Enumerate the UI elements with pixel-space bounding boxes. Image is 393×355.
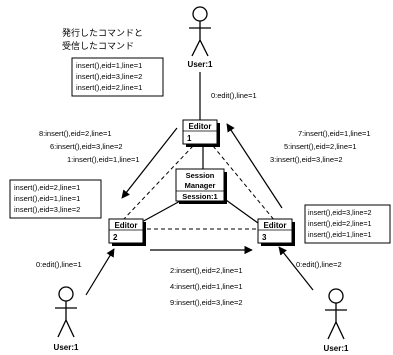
history-entry: insert(),eid=2,line=1 bbox=[14, 183, 80, 192]
editor-3-box: Editor 3 bbox=[257, 218, 295, 246]
user-left-label: User:1 bbox=[54, 343, 79, 352]
user-right-figure bbox=[325, 288, 347, 340]
session-manager-line1: Session bbox=[186, 171, 215, 180]
arrow-user-right-to-editor3 bbox=[278, 246, 314, 291]
arrow-to-editor1 bbox=[226, 123, 283, 209]
session-manager-line2: Manager bbox=[185, 181, 216, 190]
editor-1-id: 1 bbox=[187, 134, 192, 143]
editor-3-id: 3 bbox=[262, 233, 267, 242]
arrow-user-left-to-editor2 bbox=[85, 248, 115, 296]
messages-to-editor-2: 8:insert(),eid=2,line=1 6:insert(),eid=3… bbox=[39, 129, 140, 164]
message-label: 3:insert(),eid=3,line=2 bbox=[270, 155, 343, 164]
message-label: 2:insert(),eid=2,line=1 bbox=[170, 266, 243, 275]
legend-caption-line2: 受信したコマンド bbox=[62, 40, 134, 52]
history-entry: insert(),eid=1,line=1 bbox=[14, 194, 80, 203]
user-top-figure bbox=[189, 6, 211, 57]
history-entry: insert(),eid=3,line=2 bbox=[14, 205, 80, 214]
message-label: 6:insert(),eid=3,line=2 bbox=[50, 142, 123, 151]
user-left-figure bbox=[55, 286, 77, 338]
editor-2-id: 2 bbox=[113, 233, 118, 242]
history-entry: insert(),eid=2,line=1 bbox=[308, 219, 372, 228]
edit-label-right: 0:edit(),line=2 bbox=[296, 260, 342, 269]
editor-2-name: Editor bbox=[114, 221, 137, 230]
legend-box: insert(),eid=1,line=1 insert(),eid=3,lin… bbox=[71, 57, 164, 97]
session-manager-box: Session Manager Session:1 bbox=[175, 168, 227, 204]
editor-3-name: Editor bbox=[263, 221, 286, 230]
history-entry: insert(),eid=1,line=1 bbox=[308, 230, 372, 239]
message-label: 5:insert(),eid=2,line=1 bbox=[284, 142, 357, 151]
editor-2-box: Editor 2 bbox=[108, 218, 146, 246]
user-right-label: User:1 bbox=[324, 344, 349, 353]
legend-entry: insert(),eid=3,line=2 bbox=[76, 72, 142, 81]
history-entry: insert(),eid=3,line=2 bbox=[308, 208, 372, 217]
user-top-label: User:1 bbox=[188, 60, 213, 69]
session-manager-id: Session:1 bbox=[182, 192, 217, 201]
messages-to-editor-1: 7:insert(),eid=1,line=1 5:insert(),eid=2… bbox=[270, 129, 371, 164]
legend-entry: insert(),eid=1,line=1 bbox=[76, 61, 142, 70]
message-label: 7:insert(),eid=1,line=1 bbox=[298, 129, 371, 138]
message-label: 1:insert(),eid=1,line=1 bbox=[67, 155, 140, 164]
editor-3-history-box: insert(),eid=3,line=2 insert(),eid=2,lin… bbox=[304, 204, 391, 244]
arrow-to-editor2 bbox=[121, 127, 178, 199]
editor-1-name: Editor bbox=[188, 122, 211, 131]
edit-label-top: 0:edit(),line=1 bbox=[211, 91, 257, 100]
messages-to-editor-3: 2:insert(),eid=2,line=1 4:insert(),eid=1… bbox=[170, 266, 243, 307]
edit-label-left: 0:edit(),line=1 bbox=[36, 260, 82, 269]
message-label: 8:insert(),eid=2,line=1 bbox=[39, 129, 112, 138]
message-label: 9:insert(),eid=3,line=2 bbox=[170, 298, 243, 307]
editor-links bbox=[121, 145, 276, 230]
legend-caption-line1: 発行したコマンドと bbox=[62, 27, 143, 39]
session-links bbox=[139, 146, 259, 224]
editor-1-box: Editor 1 bbox=[182, 119, 220, 147]
editor-2-history-box: insert(),eid=2,line=1 insert(),eid=1,lin… bbox=[9, 179, 102, 219]
legend-entry: insert(),eid=2,line=1 bbox=[76, 83, 142, 92]
message-label: 4:insert(),eid=1,line=1 bbox=[170, 282, 243, 291]
